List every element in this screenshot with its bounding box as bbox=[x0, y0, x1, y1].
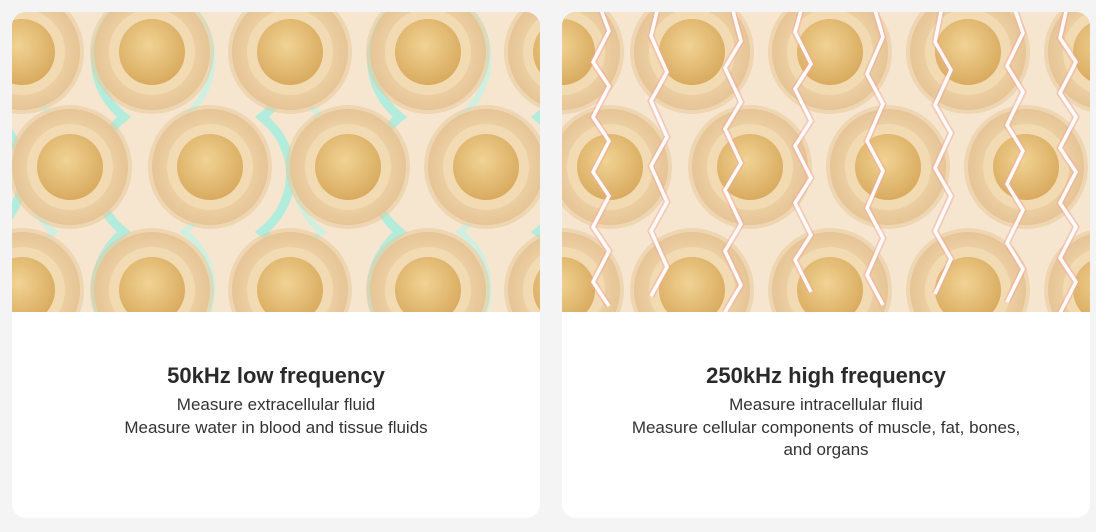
description-line: Measure cellular components of muscle, f… bbox=[631, 417, 1021, 460]
cell bbox=[366, 228, 490, 312]
high-frequency-card: 250kHz high frequency Measure intracellu… bbox=[562, 12, 1090, 518]
cell bbox=[562, 105, 672, 229]
description-line: Measure intracellular fluid bbox=[729, 395, 923, 414]
card-title: 250kHz high frequency bbox=[706, 363, 946, 388]
cell bbox=[90, 228, 214, 312]
card-title: 50kHz low frequency bbox=[167, 363, 385, 388]
card-text: 50kHz low frequency Measure extracellula… bbox=[12, 312, 540, 439]
cell bbox=[12, 105, 132, 229]
cell bbox=[906, 228, 1030, 312]
cell bbox=[90, 12, 214, 114]
cell bbox=[12, 12, 84, 114]
cell bbox=[826, 105, 950, 229]
cell bbox=[228, 12, 352, 114]
intracellular-current-illustration bbox=[562, 12, 1090, 312]
cell bbox=[148, 105, 272, 229]
cell bbox=[964, 105, 1088, 229]
cell-group bbox=[562, 12, 1090, 312]
cell bbox=[12, 228, 84, 312]
cell bbox=[504, 12, 540, 109]
cell bbox=[688, 105, 812, 229]
cell bbox=[286, 105, 410, 229]
cell bbox=[630, 228, 754, 312]
cell bbox=[366, 12, 490, 114]
cell bbox=[424, 105, 540, 229]
cell bbox=[504, 233, 540, 312]
cell bbox=[768, 228, 892, 312]
low-frequency-card: 50kHz low frequency Measure extracellula… bbox=[12, 12, 540, 518]
description-line: Measure extracellular fluid bbox=[176, 395, 376, 414]
cell bbox=[228, 228, 352, 312]
card-description: Measure intracellular fluid Measure cell… bbox=[616, 394, 1036, 462]
lightning-current-lines bbox=[588, 12, 1081, 312]
card-description: Measure extracellular fluid Measure wate… bbox=[66, 394, 486, 439]
description-line: Measure water in blood and tissue fluids bbox=[124, 417, 428, 437]
card-text: 250kHz high frequency Measure intracellu… bbox=[562, 312, 1090, 462]
cell-group bbox=[12, 12, 540, 312]
cell bbox=[630, 12, 754, 114]
extracellular-current-illustration bbox=[12, 12, 540, 312]
